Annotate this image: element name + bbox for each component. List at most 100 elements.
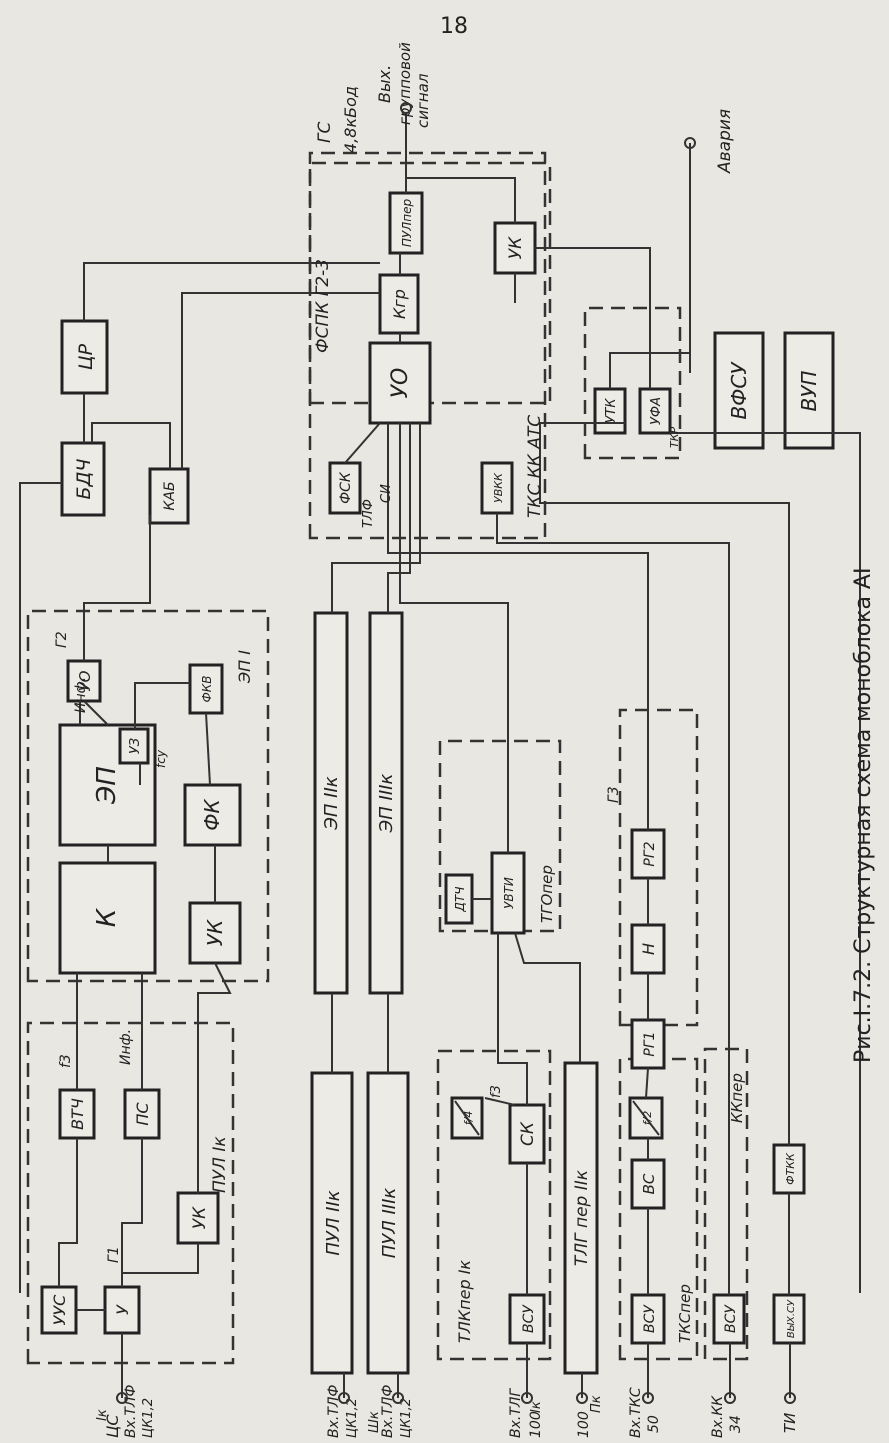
group-label-kk-per: ККпер <box>728 1073 746 1123</box>
label-uus: УУС <box>50 1294 69 1326</box>
output-gs: ГС <box>315 122 335 143</box>
group-g3 <box>618 708 699 1027</box>
block-ufa <box>638 387 672 435</box>
input-2-low: ЦК1,2 <box>345 1398 360 1438</box>
input-3-mid: Вх.ТЛФ <box>380 1385 396 1438</box>
group-pul1k <box>26 1021 235 1365</box>
group-tlk-per <box>436 1049 552 1361</box>
input-1-low: ЦК1,2 <box>141 1398 156 1438</box>
block-fk <box>183 783 242 847</box>
signal-inf-1: Инф. <box>118 1029 134 1065</box>
label-ufa: УФА <box>649 397 664 425</box>
label-dtch: ДТЧ <box>453 887 467 913</box>
output-rate: 4,8кБод <box>341 86 360 153</box>
input-8-mid: ТИ <box>781 1413 799 1433</box>
label-div2: f/2 <box>641 1111 654 1126</box>
label-ps: ПС <box>133 1102 152 1126</box>
input-1-mid: Вх.ТЛФ <box>123 1385 139 1438</box>
output-terminal <box>400 102 412 114</box>
input-1-top: ЦС <box>103 1414 122 1438</box>
group-kk-per <box>703 1047 749 1361</box>
label-vtch: ВТЧ <box>68 1098 87 1130</box>
signal-f3-1: f3 <box>58 1054 74 1068</box>
signal-tlf: ТЛФ <box>361 499 376 528</box>
group-label-fspk: ФСПК Г2-3 <box>313 259 333 353</box>
label-uk3: УК <box>506 236 526 259</box>
divider-diag-1 <box>454 1100 480 1136</box>
label-uk2: УК <box>203 919 227 946</box>
label-pul-per: ПУЛпер <box>400 199 414 248</box>
group-label-ep1: ЭП I <box>235 650 254 684</box>
label-ep2k: ЭП IIк <box>321 776 342 830</box>
group-label-tlk-per: ТЛКпер Iк <box>455 1260 474 1343</box>
label-bdch: БДЧ <box>73 459 95 500</box>
label-rg1: РГ1 <box>642 1031 658 1056</box>
signal-g3: Г3 <box>606 786 622 803</box>
output-vyh: Вых. <box>375 65 394 103</box>
group-label-tks-per: ТКСпер <box>676 1284 694 1343</box>
group-ep1 <box>26 609 270 983</box>
label-ep3k: ЭП IIIк <box>376 774 397 834</box>
label-uz: УЗ <box>128 738 143 754</box>
label-vfsu: ВФСУ <box>727 361 751 420</box>
alarm-terminal <box>684 137 696 149</box>
wiring <box>19 113 861 1398</box>
label-vsu2: ВСУ <box>642 1304 658 1333</box>
label-n: Н <box>639 943 658 955</box>
divider-diag-2 <box>632 1100 660 1136</box>
label-pul2k: ПУЛ IIк <box>323 1190 344 1255</box>
signal-tkr: ТКР <box>668 426 681 448</box>
input-6-low: 50 <box>646 1415 662 1433</box>
output-signal: сигнал <box>414 73 432 128</box>
label-sk: СК <box>518 1121 538 1146</box>
signal-si: СИ <box>379 484 394 503</box>
label-vsu3: ВСУ <box>723 1304 739 1333</box>
label-fk: ФК <box>200 798 224 830</box>
label-vs: ВС <box>640 1173 658 1194</box>
group-label-tgo-per: ТГОпер <box>538 865 556 923</box>
signal-g2: Г2 <box>54 631 70 648</box>
label-vyhsu: ВЫХ.СУ <box>786 1299 797 1338</box>
group-ufa <box>583 306 682 460</box>
input-3-low: ЦК1,2 <box>399 1398 414 1438</box>
label-vsu1: ВСУ <box>521 1304 537 1333</box>
label-ep: ЭП <box>92 766 122 805</box>
input-2-mid: Вх.ТЛФ <box>326 1385 342 1438</box>
label-fsk: ФСК <box>338 471 354 504</box>
label-div4: f/4 <box>462 1111 475 1126</box>
label-kab: КАБ <box>162 481 178 510</box>
group-label-pul1k: ПУЛ Iк <box>210 1136 230 1193</box>
label-uo1: УО <box>76 670 94 691</box>
input-2-terminal <box>338 1392 350 1404</box>
group-tks <box>308 151 547 540</box>
input-4-low: 100 <box>528 1411 544 1438</box>
label-uvkk: УВКК <box>492 472 505 503</box>
label-k: К <box>92 907 122 927</box>
input-7-mid: Вх.КК <box>710 1395 726 1438</box>
input-3-sub: Шк <box>367 1411 382 1433</box>
input-8-terminal <box>784 1392 796 1404</box>
label-u: У <box>113 1304 132 1315</box>
input-5-terminal <box>576 1392 588 1404</box>
input-7-low: 34 <box>728 1415 744 1433</box>
label-cr: ЦР <box>75 343 97 370</box>
label-pul3k: ПУЛ IIIк <box>379 1188 400 1259</box>
signal-fsu: fсу <box>154 749 168 768</box>
figure-caption: Рис.I.7.2. Структурная схема моноблока A… <box>851 568 876 1063</box>
signal-inf-2: Инф. <box>73 677 89 713</box>
input-7-terminal <box>724 1392 736 1404</box>
label-uo2: УО <box>388 368 413 399</box>
label-utk: УТК <box>604 398 619 424</box>
block-vfsu <box>713 331 765 450</box>
signal-g1: Г1 <box>106 1246 122 1263</box>
label-uvtm: УВТИ <box>502 877 516 909</box>
input-4-sub: Iк <box>529 1401 544 1413</box>
label-kgr: Кгр <box>390 289 409 319</box>
input-6-terminal <box>642 1392 654 1404</box>
group-label-tks: ТКС КК АТС <box>525 415 545 518</box>
block-ep3k <box>368 611 404 995</box>
input-4-terminal <box>521 1392 533 1404</box>
